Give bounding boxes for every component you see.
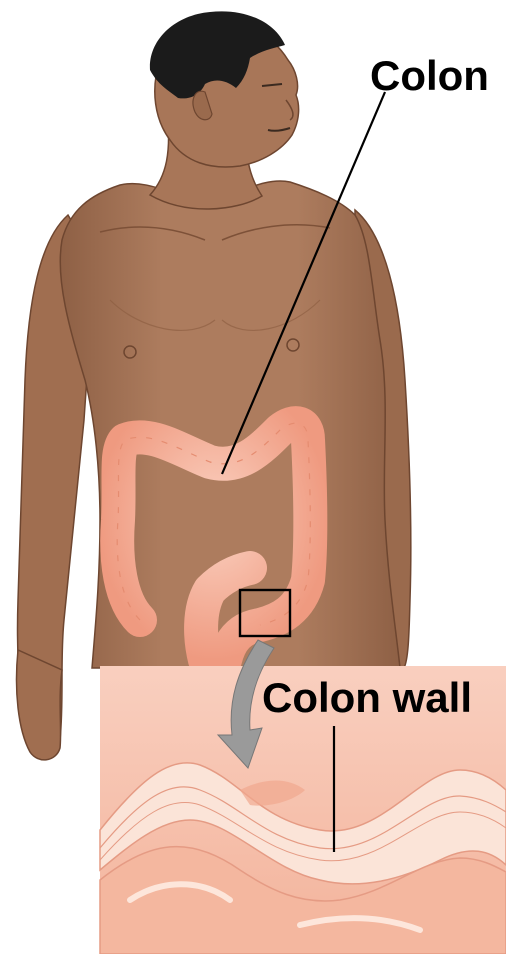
colon-wall-label: Colon wall — [262, 677, 472, 719]
colon-label: Colon — [370, 55, 489, 97]
